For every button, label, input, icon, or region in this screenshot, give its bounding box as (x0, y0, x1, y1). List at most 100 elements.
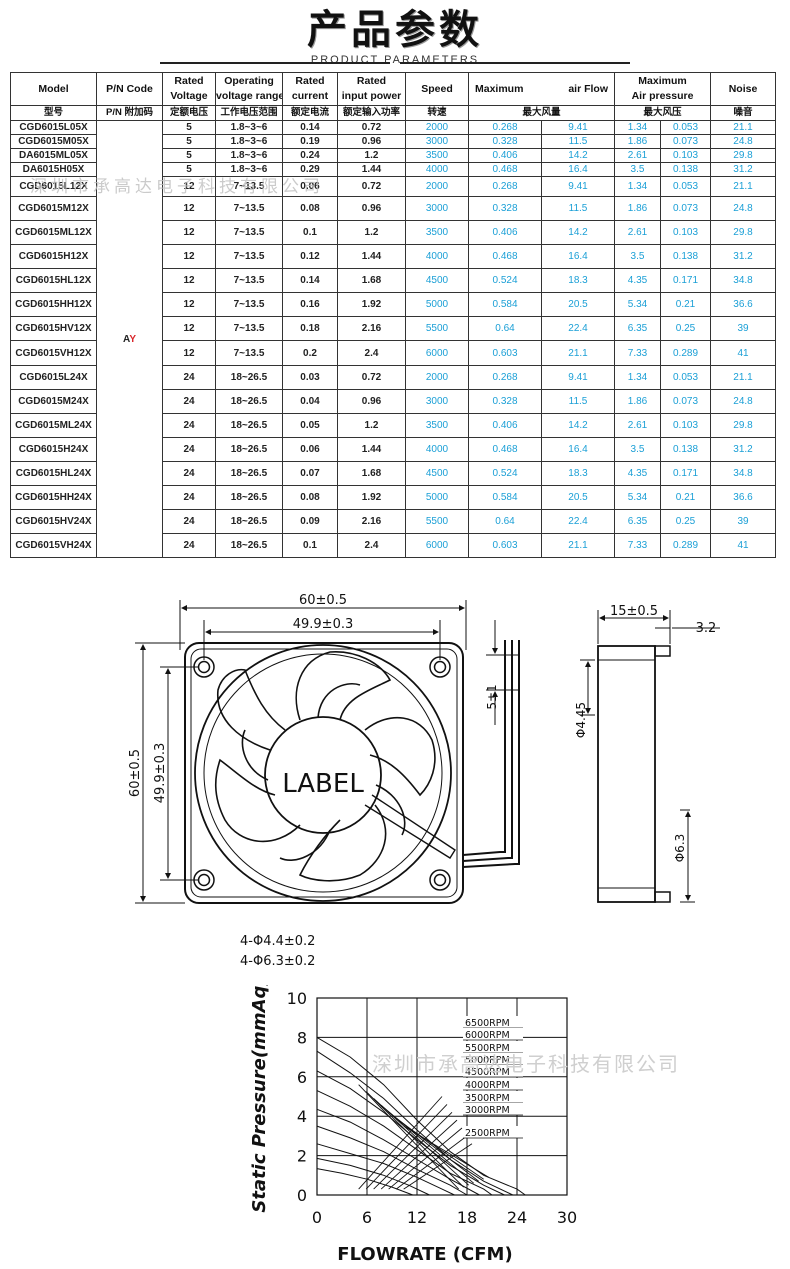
x-tick-label: 0 (312, 1208, 322, 1227)
chart-ylabel: Static Pressure(mmAq) (249, 985, 270, 1213)
legend-bg (463, 1103, 523, 1115)
table-cell: 24.8 (710, 134, 776, 149)
table-cell: 6000 (405, 340, 469, 366)
table-cell: 0.08 (282, 196, 338, 221)
table-cell: 12 (162, 340, 216, 366)
y-tick-label: 4 (297, 1107, 307, 1126)
table-cell: 21.1 (710, 176, 776, 197)
table-cell: 0.073 (660, 196, 711, 221)
table-cell: 22.4 (541, 316, 615, 341)
table-cell: 2.61 (614, 220, 661, 245)
dim-thickness: 15±0.5 (610, 604, 658, 619)
table-cell: 0.103 (660, 413, 711, 438)
legend-entry: 2500RPM (465, 1128, 510, 1139)
table-cell: 5.34 (614, 292, 661, 317)
table-cell: 0.328 (468, 134, 542, 149)
table-cell: 0.524 (468, 461, 542, 486)
pn-code-a: A (123, 333, 130, 345)
dim-side-d2: Φ6.3 (673, 834, 687, 863)
table-cell: 18~26.5 (215, 533, 283, 558)
table-cell: 14.2 (541, 148, 615, 163)
table-cell: 0.25 (660, 316, 711, 341)
chart-xlabel: FLOWRATE (CFM) (337, 1244, 512, 1265)
table-cell: CGD6015VH24X (10, 533, 97, 558)
legend-entry: 5500RPM (465, 1043, 510, 1054)
table-cell: 24.8 (710, 389, 776, 414)
dim-holes-2: 4-Φ6.3±0.2 (240, 954, 315, 969)
table-cell: 16.4 (541, 162, 615, 177)
table-cell: 2.16 (337, 316, 406, 341)
table-cell: 0.19 (282, 134, 338, 149)
table-cell: 7~13.5 (215, 196, 283, 221)
table-cell: 1.44 (337, 244, 406, 269)
table-cell: 24 (162, 413, 216, 438)
table-cell: 0.406 (468, 148, 542, 163)
table-cell: 20.5 (541, 292, 615, 317)
title-underline-right (400, 62, 630, 64)
table-cell: 16.4 (541, 244, 615, 269)
table-cell: 0.328 (468, 389, 542, 414)
table-cell: CGD6015VH12X (10, 340, 97, 366)
series-line (316, 1090, 493, 1196)
table-cell: 0.14 (282, 268, 338, 293)
table-cell: 0.14 (282, 120, 338, 135)
header-air-flow-cn: 最大风量 (468, 105, 615, 121)
table-cell: 12 (162, 316, 216, 341)
table-cell: 11.5 (541, 134, 615, 149)
x-tick-label: 12 (407, 1208, 427, 1227)
x-tick-label: 6 (362, 1208, 372, 1227)
table-cell: 1.8~3~6 (215, 120, 283, 135)
table-cell: 0.328 (468, 196, 542, 221)
table-cell: 5 (162, 120, 216, 135)
table-cell: 0.138 (660, 244, 711, 269)
table-cell: 4000 (405, 244, 469, 269)
table-cell: 0.053 (660, 120, 711, 135)
table-cell: 3000 (405, 134, 469, 149)
legend-bg (463, 1016, 523, 1028)
table-cell: 21.1 (710, 365, 776, 390)
table-cell: 1.34 (614, 365, 661, 390)
table-cell: 22.4 (541, 509, 615, 534)
table-cell: 0.073 (660, 389, 711, 414)
table-cell: 18.3 (541, 268, 615, 293)
table-cell: 31.2 (710, 244, 776, 269)
table-cell: 1.8~3~6 (215, 134, 283, 149)
y-tick-label: 2 (297, 1147, 307, 1166)
table-cell: 3000 (405, 196, 469, 221)
table-cell: 12 (162, 292, 216, 317)
legend-bg (463, 1053, 523, 1065)
header-air-pressure-cn: 最大风压 (614, 105, 711, 121)
impedance-line (395, 1135, 468, 1190)
table-cell: 0.72 (337, 365, 406, 390)
table-cell: 0.053 (660, 176, 711, 197)
table-cell: 1.2 (337, 148, 406, 163)
series-line (316, 1108, 480, 1196)
table-cell: 0.268 (468, 176, 542, 197)
impedance-line (403, 1143, 473, 1190)
legend-entry: 3500RPM (465, 1093, 510, 1104)
table-cell: 0.96 (337, 389, 406, 414)
table-cell: 2.61 (614, 413, 661, 438)
header-noise: Noise (710, 72, 776, 106)
table-cell: 1.92 (337, 485, 406, 510)
table-cell: 0.584 (468, 485, 542, 510)
legend-entry: 4000RPM (465, 1080, 510, 1091)
table-cell: 11.5 (541, 196, 615, 221)
table-cell: 4000 (405, 162, 469, 177)
series-line (316, 1157, 430, 1196)
table-cell: 0.103 (660, 220, 711, 245)
table-cell: 24 (162, 365, 216, 390)
table-cell: 21.1 (710, 120, 776, 135)
header-noise-cn: 噪音 (710, 105, 776, 121)
table-cell: 3500 (405, 220, 469, 245)
table-cell: 7~13.5 (215, 220, 283, 245)
table-cell: 0.073 (660, 134, 711, 149)
chart-frame (316, 997, 568, 1196)
table-cell: 24 (162, 485, 216, 510)
